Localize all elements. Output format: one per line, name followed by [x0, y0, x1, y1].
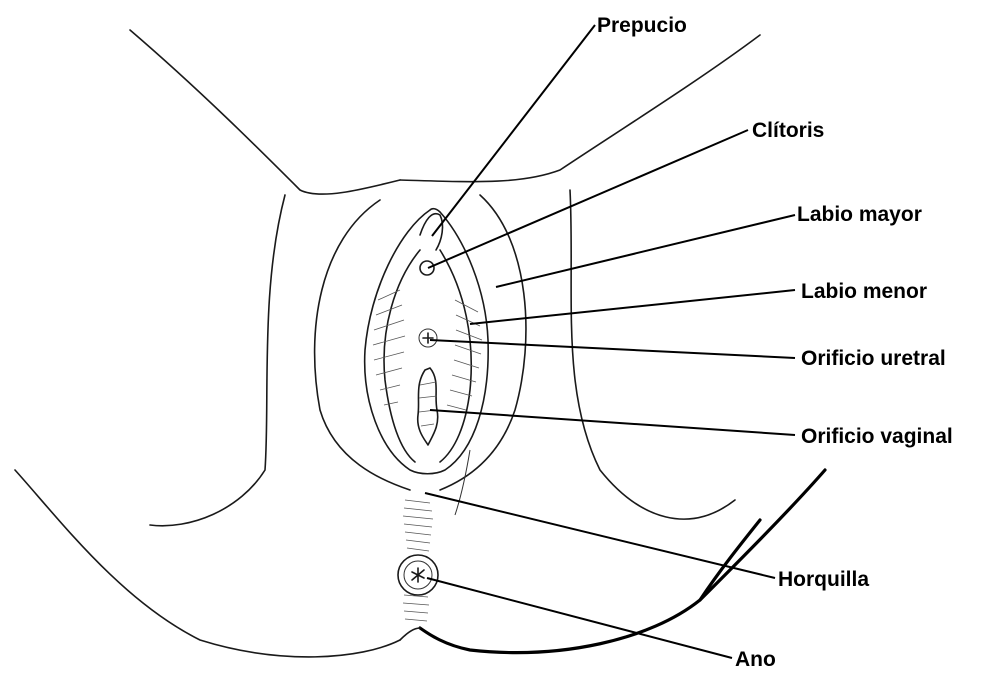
labia-majora — [313, 194, 527, 516]
leader-labio-mayor — [495, 214, 796, 288]
label-prepucio: Prepucio — [597, 14, 687, 37]
leader-orificio-vaginal — [429, 409, 796, 436]
label-horquilla: Horquilla — [778, 568, 869, 591]
body-outline — [14, 29, 827, 658]
leader-horquilla — [424, 492, 776, 579]
leader-ano — [426, 577, 733, 659]
label-ano: Ano — [735, 648, 776, 671]
label-labio-mayor: Labio mayor — [797, 203, 922, 226]
label-labio-menor: Labio menor — [801, 280, 927, 303]
vaginal-orifice — [416, 367, 439, 446]
labia-minora — [363, 207, 489, 475]
urethral-orifice — [418, 328, 438, 348]
leader-lines — [424, 24, 796, 659]
label-orificio-vaginal: Orificio vaginal — [801, 425, 953, 448]
leader-prepucio — [431, 24, 596, 237]
leader-orificio-uretral — [429, 339, 796, 359]
labels: Prepucio Clítoris Labio mayor Labio meno… — [597, 14, 953, 671]
label-orificio-uretral: Orificio uretral — [801, 347, 946, 370]
clitoris-structure — [419, 213, 444, 276]
clitoris-glans — [419, 260, 435, 276]
leader-labio-menor — [469, 289, 796, 325]
anus — [397, 554, 439, 596]
leader-clitoris — [427, 129, 749, 269]
label-clitoris: Clítoris — [752, 119, 824, 142]
perineum — [402, 499, 434, 622]
